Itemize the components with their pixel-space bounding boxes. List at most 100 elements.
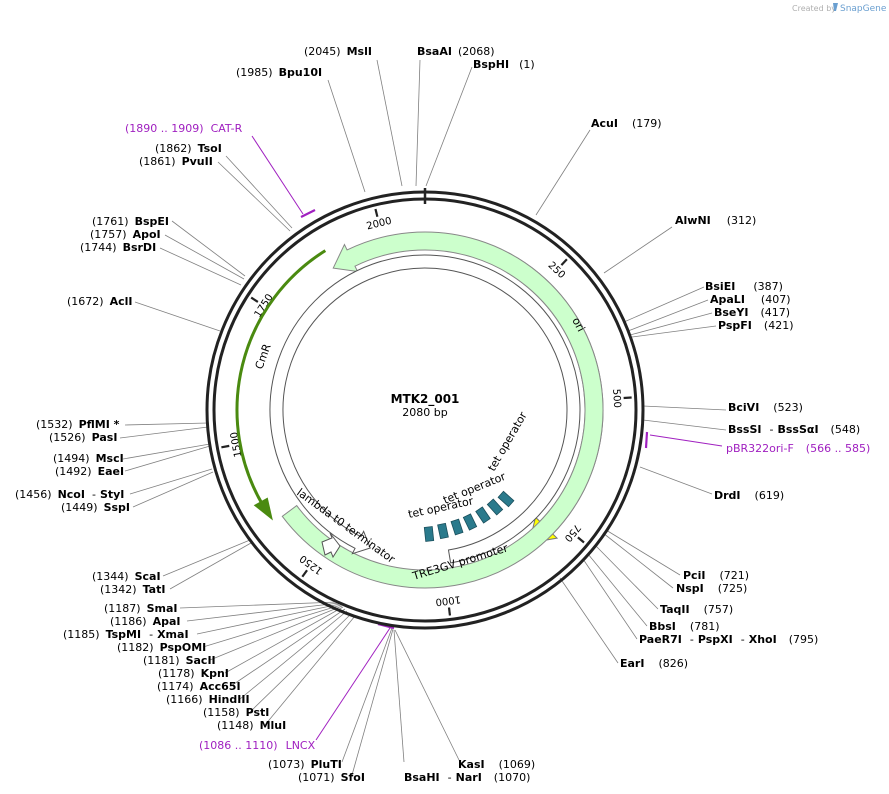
leader-pciI: [605, 529, 681, 576]
site-pos: (1166): [166, 693, 203, 706]
site-enzyme: ApaLI: [710, 293, 745, 306]
position-tick-label: 1750: [253, 292, 276, 319]
site-enzyme: ScaI: [135, 570, 161, 583]
site-enzyme: BseYI: [714, 306, 748, 319]
site-pos: (826): [658, 657, 688, 670]
leader-tspMI: [196, 603, 341, 635]
credit-brand: SnapGene: [840, 4, 887, 14]
site-pos: (387): [753, 280, 783, 293]
site-label-nspI: NspI (725): [676, 582, 747, 595]
plasmid-size: 2080 bp: [402, 406, 447, 419]
site-pos: (757): [704, 603, 734, 616]
site-sep: -: [149, 628, 153, 641]
site-pos: (1532): [36, 418, 73, 431]
position-tick-mark: [221, 444, 230, 449]
feature-label-cmr: CmR: [253, 342, 274, 371]
credit-prefix: Created by: [792, 4, 836, 13]
site-pos: (2068): [458, 45, 495, 58]
leader-tatI: [169, 542, 252, 590]
site-label-aclI: (1672)AclI: [67, 295, 132, 308]
site-pos: (725): [718, 582, 748, 595]
position-tick-label: 1000: [435, 593, 462, 607]
site-enzyme: BsaHI: [404, 771, 440, 784]
site-label-apoI: (1757) ApoI: [90, 228, 161, 241]
primer-name: CAT-R: [211, 122, 243, 135]
tet-operator-block: [423, 526, 435, 542]
leader-bseYI: [629, 312, 713, 336]
site-pos: (1526): [49, 431, 86, 444]
site-enzyme: AclI: [110, 295, 133, 308]
site-label-bseYI: BseYI (417): [714, 306, 790, 319]
site-enzyme: BbsI: [649, 620, 676, 633]
site-sep: -: [448, 771, 452, 784]
primer-label-pbr: pBR322ori-F(566 .. 585): [726, 442, 870, 455]
site-enzyme: BspEI: [135, 215, 169, 228]
site-label-mluI: (1148)MluI: [217, 719, 286, 732]
site-enzyme: NarI: [456, 771, 482, 784]
site-pos: (1492): [55, 465, 92, 478]
site-pos: (407): [761, 293, 791, 306]
site-sep: -: [92, 488, 96, 501]
site-enzyme: PluTI: [311, 758, 342, 771]
site-label-bssSI: BssSI-BssSαI(548): [728, 423, 860, 436]
site-enzyme: SspI: [104, 501, 130, 514]
site-enzyme: ApoI: [133, 228, 161, 241]
leader-nspI: [602, 532, 674, 589]
site-pos: (1861): [139, 155, 176, 168]
site-pos: (523): [773, 401, 803, 414]
feature-label-tet-operator-3: tet operator: [485, 409, 530, 473]
position-tick-mark: [301, 569, 308, 578]
site-label-pflMI: (1532) PflMI *: [36, 418, 120, 431]
site-enzyme: NspI: [676, 582, 704, 595]
feature-tre3gv-promoter: [269, 254, 581, 564]
leader-aclI: [134, 301, 221, 332]
site-enzyme: PspXI: [698, 633, 733, 646]
site-label-tspMI: (1185)TspMI-XmaI: [63, 628, 189, 641]
site-pos: (417): [760, 306, 790, 319]
site-label-bsiEI: BsiEI(387): [705, 280, 783, 293]
site-enzyme: Bpu10I: [279, 66, 323, 79]
site-pos: (1862): [155, 142, 192, 155]
site-label-kasI: KasI(1069): [458, 758, 535, 771]
feature-cmr-inner-arrowhead: [253, 497, 273, 521]
position-tick-mark: [447, 607, 452, 616]
leader-sacII: [209, 605, 343, 661]
position-tick-mark: [577, 536, 585, 544]
site-label-earI: EarI(826): [620, 657, 688, 670]
site-enzyme: TatI: [143, 583, 166, 596]
site-enzyme: PciI: [683, 569, 705, 582]
leader-pspOMI: [202, 604, 342, 648]
site-pos: (1182): [117, 641, 154, 654]
leader-mslI: [376, 59, 403, 187]
primer-mark-pbr: [644, 431, 649, 449]
leader-eaeI: [124, 445, 211, 472]
leader-bciVI: [642, 405, 727, 411]
site-enzyme: NcoI: [58, 488, 85, 501]
site-enzyme: DrdI: [714, 489, 741, 502]
site-enzyme: Acc65I: [200, 680, 241, 693]
site-label-eaeI: (1492)EaeI: [55, 465, 124, 478]
feature-cmr-inner-arrow: [235, 249, 327, 506]
site-pos: (1761): [92, 215, 129, 228]
site-enzyme: BciVI: [728, 401, 759, 414]
leader-kpnI: [224, 606, 344, 674]
site-label-pspOMI: (1182)PspOMI: [117, 641, 206, 654]
leader-drdI: [639, 466, 713, 495]
site-pos: (1174): [157, 680, 194, 693]
site-leader-lines: [119, 59, 727, 776]
leader-bssSI: [642, 419, 727, 431]
site-enzyme: MslI: [347, 45, 372, 58]
site-enzyme: TspMI: [106, 628, 142, 641]
site-pos: (1757): [90, 228, 127, 241]
site-enzyme: PflMI *: [79, 418, 120, 431]
site-pos: (1185): [63, 628, 100, 641]
site-enzyme: BssSαI: [777, 423, 818, 436]
site-pos: (1148): [217, 719, 254, 732]
primer-mark-catR: [300, 209, 316, 218]
leader-apaI: [186, 602, 340, 622]
position-tick-mark: [374, 208, 379, 218]
feature-label-ori: ori: [569, 315, 587, 334]
primer-range: (1890 .. 1909): [125, 122, 204, 135]
primer-name: pBR322ori-F: [726, 442, 794, 455]
primer-label-catR: (1890 .. 1909) CAT-R: [125, 122, 243, 135]
